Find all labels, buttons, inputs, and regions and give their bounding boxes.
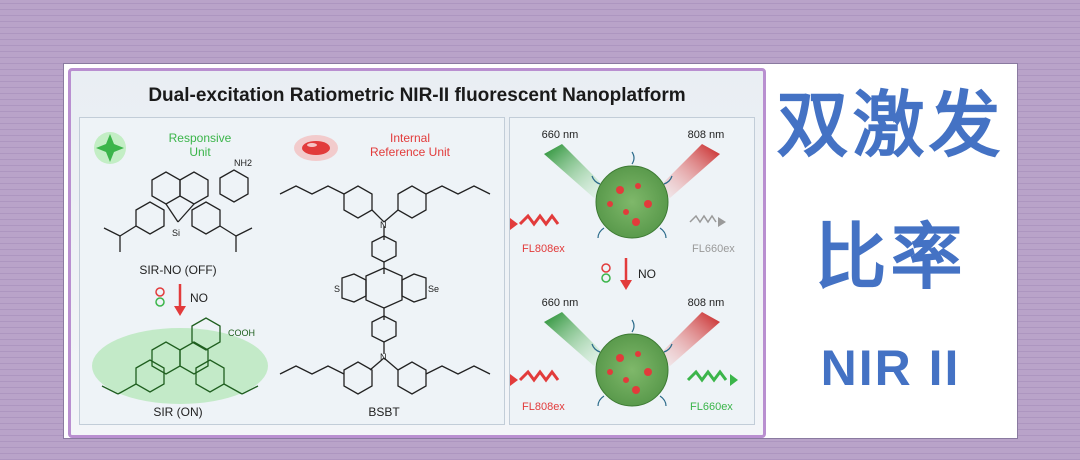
- cooh-label: COOH: [228, 328, 255, 338]
- top-grey-emission-icon: [689, 214, 717, 224]
- bottom-green-emission-icon: [686, 369, 728, 383]
- reference-unit-ellipse-icon: [294, 135, 338, 161]
- scheme-figure: Dual-excitation Ratiometric NIR-II fluor…: [68, 68, 766, 438]
- no-trigger-label: NO: [638, 267, 656, 281]
- nanoparticle-panel: 660 nm 808 nm FL808ex: [509, 117, 755, 425]
- top-808-label: 808 nm: [688, 129, 725, 141]
- responsive-unit-label-1: Responsive: [169, 131, 232, 145]
- bottom-fl-808ex-label: FL808ex: [522, 401, 565, 413]
- nanoparticle-drawing: 660 nm 808 nm FL808ex: [510, 129, 738, 413]
- sir-on-structure: [101, 317, 259, 395]
- bottom-660-label: 660 nm: [542, 297, 579, 309]
- top-grey-arrowhead: [718, 217, 726, 227]
- bottom-fl-660ex-label: FL660ex: [690, 401, 733, 413]
- bottom-green-beam: [544, 312, 606, 366]
- responsive-unit-label-2: Unit: [189, 145, 211, 159]
- down-arrow-icon: [174, 284, 186, 316]
- top-red-arrowhead: [510, 218, 518, 230]
- reference-unit-label-1: Internal: [390, 131, 430, 145]
- top-660-label: 660 nm: [542, 129, 579, 141]
- no-reagent-label: NO: [190, 291, 208, 305]
- reference-unit-label-2: Reference Unit: [370, 145, 451, 159]
- top-red-emission-icon: [518, 213, 560, 227]
- responsive-unit-star-icon: [94, 132, 126, 164]
- nh2-label: NH2: [234, 158, 252, 168]
- bottom-red-emission-icon: [518, 369, 560, 383]
- se-label: Se: [428, 284, 439, 294]
- s-label: S: [334, 284, 340, 294]
- side-title-line-1: 双激发: [776, 83, 1005, 167]
- n-label-top: N: [380, 220, 387, 230]
- molecule-panel: Responsive Unit Internal Reference Unit: [79, 117, 505, 425]
- bottom-green-arrowhead: [730, 374, 738, 386]
- n-label-bottom: N: [380, 352, 387, 362]
- bottom-nanoparticle-icon: [591, 319, 673, 407]
- bottom-red-arrowhead: [510, 374, 518, 386]
- sir-on-label: SIR (ON): [153, 405, 202, 419]
- figure-title: Dual-excitation Ratiometric NIR-II fluor…: [148, 85, 686, 106]
- molecule-drawing: Responsive Unit Internal Reference Unit: [92, 131, 491, 419]
- si-label: Si: [172, 228, 180, 238]
- no-reaction-icon: [155, 287, 165, 307]
- banner-card: Dual-excitation Ratiometric NIR-II fluor…: [63, 63, 1018, 439]
- sir-no-structure: [103, 169, 253, 252]
- no-trigger-icon: [601, 258, 632, 290]
- bsbt-label: BSBT: [368, 405, 400, 419]
- top-fl-808ex-label: FL808ex: [522, 243, 565, 255]
- top-green-beam: [544, 144, 606, 198]
- top-nanoparticle-icon: [591, 151, 673, 239]
- bottom-808-label: 808 nm: [688, 297, 725, 309]
- top-fl-660ex-label: FL660ex: [692, 243, 735, 255]
- bsbt-structure: [279, 185, 491, 395]
- side-title-line-2: 比率: [814, 215, 967, 299]
- bottom-red-beam: [658, 312, 720, 366]
- side-title-line-3: NIR II: [820, 340, 961, 396]
- sir-no-label: SIR-NO (OFF): [139, 263, 216, 277]
- top-red-beam: [658, 144, 720, 198]
